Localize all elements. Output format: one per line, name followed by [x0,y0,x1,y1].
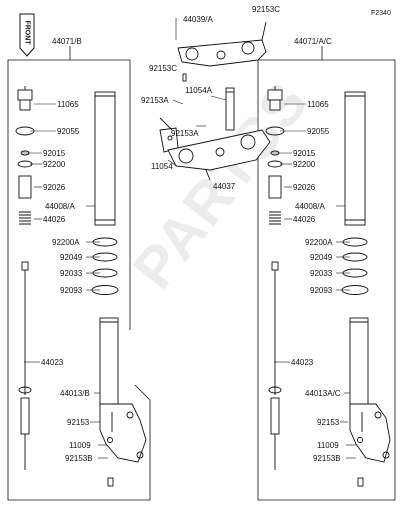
left-label-44023: 44023 [41,358,64,367]
left-label-92049: 92049 [60,253,83,262]
left-label-44026: 44026 [43,215,66,224]
right-label-11009: 11009 [317,441,339,450]
left-label-92033: 92033 [60,269,83,278]
right-label-44008a: 44008/A [295,202,325,211]
bottom-clamp-label: 44037 [213,182,236,191]
right-label-44013ac: 44013A/C [305,389,341,398]
right-fork-parts [265,86,391,487]
left-label-92153: 92153 [67,418,90,427]
diagram-code: F2340 [371,10,391,17]
left-label-44013b: 44013/B [60,389,90,398]
label-11054: 11054 [151,162,173,171]
right-label-92033: 92033 [310,269,333,278]
right-label-92200a: 92200A [305,238,333,247]
label-92153c: 92153C [149,64,178,73]
right-assembly-frame [257,59,396,501]
left-label-92026: 92026 [43,183,66,192]
label-92153a-upper: 92153A [141,96,169,105]
right-assembly-label: 44071/A/C [294,37,332,46]
right-label-92153b: 92153B [313,454,341,463]
label-92153a-lower: 92153A [171,129,199,138]
left-label-11009: 11009 [69,441,91,450]
right-label-11065: 11065 [307,100,329,109]
left-label-92200: 92200 [43,160,66,169]
left-label-92093: 92093 [60,286,83,295]
label-92153c-top: 92153C [252,5,281,14]
front-arrow-icon [19,13,35,57]
left-fork-parts [15,86,147,487]
right-label-44023: 44023 [291,358,314,367]
left-label-92015: 92015 [43,149,66,158]
steering-clamp-parts [159,18,271,181]
right-label-92093: 92093 [310,286,333,295]
right-label-92055: 92055 [307,127,330,136]
left-label-92055: 92055 [57,127,80,136]
label-11054a: 11054A [185,86,212,95]
right-label-92049: 92049 [310,253,333,262]
right-label-92015: 92015 [293,149,316,158]
right-label-92153: 92153 [317,418,340,427]
left-assembly-label: 44071/B [52,37,82,46]
left-label-92153b: 92153B [65,454,93,463]
left-label-44008a: 44008/A [45,202,75,211]
left-label-92200a: 92200A [52,238,80,247]
right-label-92200: 92200 [293,160,316,169]
left-assembly-frame [7,59,151,501]
front-label: FRONT [23,20,31,45]
left-label-11065: 11065 [57,100,79,109]
top-clamp-label: 44039/A [183,15,213,24]
right-label-44026: 44026 [293,215,316,224]
right-label-92026: 92026 [293,183,316,192]
